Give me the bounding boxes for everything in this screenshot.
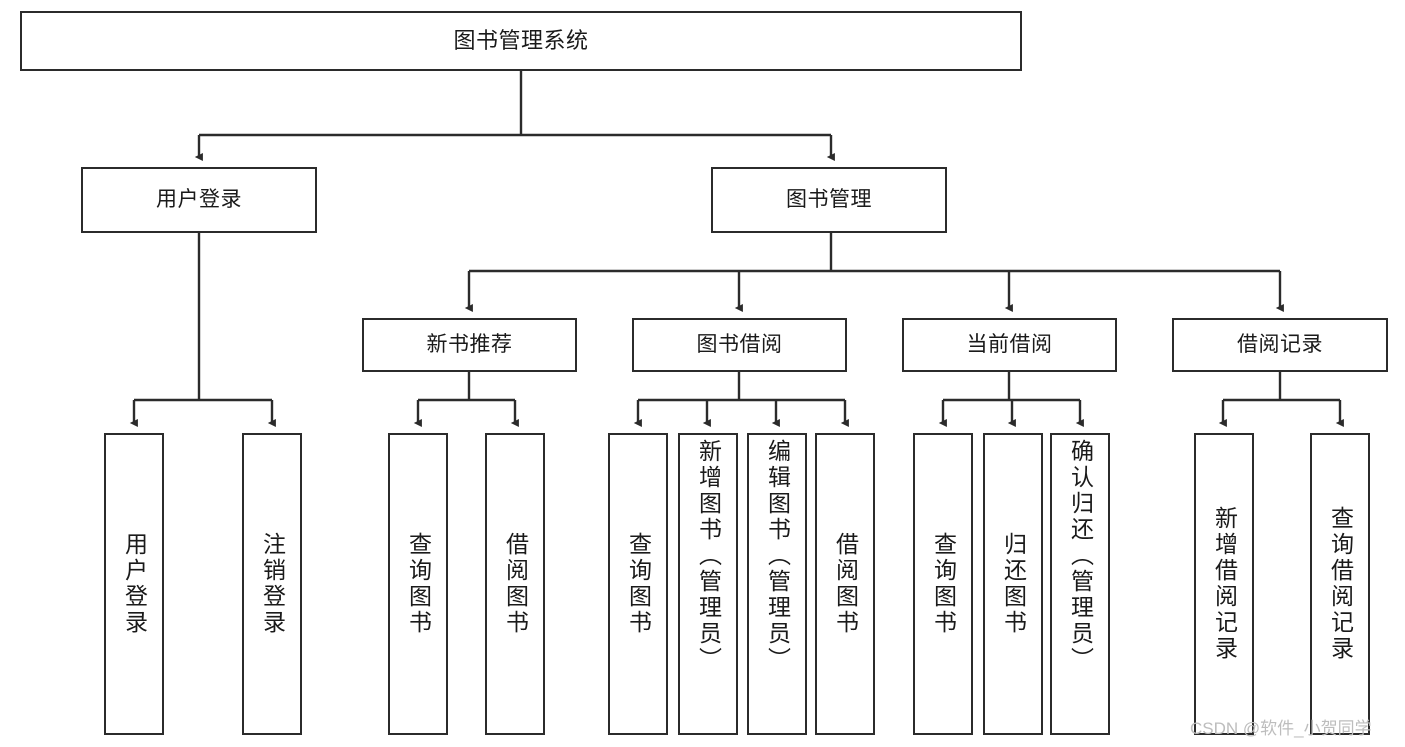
- node-leaf-query-book-current[interactable]: 查询图书: [913, 433, 973, 735]
- node-root-book-management-system[interactable]: 图书管理系统: [20, 11, 1022, 71]
- node-user-login[interactable]: 用户登录: [81, 167, 317, 233]
- node-new-book-recommend-label: 新书推荐: [426, 332, 513, 356]
- node-book-management[interactable]: 图书管理: [711, 167, 947, 233]
- node-leaf-return-book-label: 归还图书: [1000, 532, 1027, 636]
- node-leaf-query-book-borrow-label: 查询图书: [625, 532, 652, 636]
- node-leaf-query-book-newbook-label: 查询图书: [405, 532, 432, 636]
- node-current-borrow-label: 当前借阅: [966, 332, 1053, 356]
- node-leaf-edit-book-admin[interactable]: 编辑图书（管理员）: [747, 433, 807, 735]
- node-leaf-logout-label: 注销登录: [259, 532, 286, 636]
- node-borrow-record[interactable]: 借阅记录: [1172, 318, 1388, 372]
- node-leaf-query-book-current-label: 查询图书: [930, 532, 957, 636]
- node-leaf-logout[interactable]: 注销登录: [242, 433, 302, 735]
- node-leaf-borrow-book-newbook[interactable]: 借阅图书: [485, 433, 545, 735]
- node-leaf-edit-book-admin-label: 编辑图书（管理员）: [764, 439, 791, 673]
- node-leaf-confirm-return-admin-label: 确认归还（管理员）: [1067, 439, 1094, 673]
- node-leaf-query-book-newbook[interactable]: 查询图书: [388, 433, 448, 735]
- node-user-login-label: 用户登录: [156, 187, 242, 211]
- node-leaf-borrow-book-newbook-label: 借阅图书: [502, 532, 529, 636]
- node-leaf-add-book-admin-label: 新增图书（管理员）: [695, 439, 722, 673]
- node-current-borrow[interactable]: 当前借阅: [902, 318, 1117, 372]
- node-borrow-record-label: 借阅记录: [1237, 332, 1323, 356]
- node-leaf-borrow-book[interactable]: 借阅图书: [815, 433, 875, 735]
- node-leaf-return-book[interactable]: 归还图书: [983, 433, 1043, 735]
- node-leaf-query-borrow-record-label: 查询借阅记录: [1327, 506, 1354, 662]
- node-new-book-recommend[interactable]: 新书推荐: [362, 318, 577, 372]
- node-leaf-add-book-admin[interactable]: 新增图书（管理员）: [678, 433, 738, 735]
- node-leaf-borrow-book-label: 借阅图书: [832, 532, 859, 636]
- node-leaf-confirm-return-admin[interactable]: 确认归还（管理员）: [1050, 433, 1110, 735]
- node-leaf-query-book-borrow[interactable]: 查询图书: [608, 433, 668, 735]
- node-root-label: 图书管理系统: [453, 28, 589, 54]
- node-book-borrow-label: 图书借阅: [696, 332, 783, 356]
- node-leaf-user-login-label: 用户登录: [121, 532, 148, 636]
- node-book-management-label: 图书管理: [786, 187, 872, 211]
- node-leaf-add-borrow-record[interactable]: 新增借阅记录: [1194, 433, 1254, 735]
- node-leaf-query-borrow-record[interactable]: 查询借阅记录: [1310, 433, 1370, 735]
- node-leaf-user-login[interactable]: 用户登录: [104, 433, 164, 735]
- node-book-borrow[interactable]: 图书借阅: [632, 318, 847, 372]
- node-leaf-add-borrow-record-label: 新增借阅记录: [1211, 506, 1238, 662]
- csdn-watermark: CSDN @软件_小贺同学: [1190, 719, 1372, 738]
